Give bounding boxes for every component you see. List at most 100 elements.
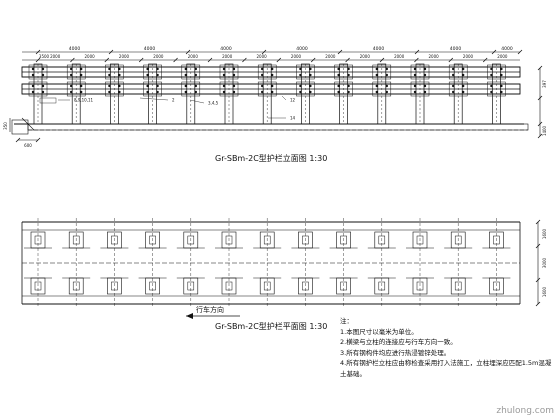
bolt	[108, 84, 111, 88]
top-dimension-label: 4000	[144, 46, 156, 52]
top-dimension-label: 4000	[501, 46, 513, 52]
dimension-tick	[108, 49, 114, 55]
bolt	[146, 73, 149, 77]
bolt	[452, 90, 455, 94]
left-side-dim-label: 350	[3, 122, 8, 130]
sub-dimension-label: 2000	[360, 54, 371, 59]
callout-label: 2	[172, 98, 175, 103]
bolt	[462, 67, 465, 71]
plan-right-dim-label: 3000	[542, 257, 547, 268]
notes-heading: 注：	[340, 317, 353, 325]
bolt	[108, 67, 111, 71]
splice-plate	[181, 81, 201, 97]
plan-right-dim-label: 1600	[542, 286, 547, 297]
dimension-tick	[337, 49, 343, 55]
top-dimension-label: 4000	[373, 46, 385, 52]
sub-dimension-label: 2000	[429, 54, 440, 59]
bolt	[452, 67, 455, 71]
sub-dimension-label: 2000	[188, 54, 199, 59]
plan-post-core	[225, 281, 233, 291]
plan-post-core	[378, 235, 386, 245]
plan-post-core	[454, 281, 462, 291]
bolt	[423, 67, 427, 71]
bolt	[309, 90, 312, 94]
splice-plate	[105, 81, 124, 97]
plan-post-core	[111, 281, 118, 291]
bolt	[337, 73, 340, 77]
bolt	[271, 90, 274, 94]
bolt	[500, 73, 503, 77]
bolt	[222, 90, 226, 94]
bolt	[462, 84, 465, 88]
bolt	[232, 84, 236, 88]
bolt	[108, 90, 111, 94]
sub-dimension-label: 2000	[222, 54, 233, 59]
bolt	[194, 73, 198, 77]
plan-post-core	[72, 281, 80, 291]
bolt	[490, 90, 493, 94]
splice-plate	[410, 64, 430, 80]
bolt	[79, 67, 83, 71]
bolt	[222, 67, 226, 71]
sub-dimension-label: 2000	[325, 54, 336, 59]
bolt	[79, 73, 83, 77]
plan-post-core	[493, 235, 500, 245]
bolt	[108, 73, 111, 77]
callout-label: 12	[290, 98, 296, 103]
bolt	[184, 84, 188, 88]
splice-plate	[257, 64, 277, 80]
bolt	[385, 67, 388, 71]
bolt	[261, 67, 264, 71]
bolt	[337, 67, 340, 71]
dimension-tick	[310, 57, 316, 63]
dimension-tick	[537, 65, 543, 71]
bolt	[347, 67, 350, 71]
bolt	[423, 90, 427, 94]
splice-plate	[487, 81, 506, 97]
note-item-3: 3.所有钢构件均应进行热浸镀锌处理。	[340, 348, 451, 357]
splice-plate	[487, 64, 506, 80]
plan-post-core	[72, 235, 80, 245]
bolt	[413, 73, 417, 77]
splice-plate	[372, 64, 392, 80]
splice-plate	[143, 81, 162, 97]
bolt	[194, 90, 198, 94]
end-terminal	[11, 119, 29, 135]
bolt	[156, 73, 159, 77]
dimension-tick	[242, 57, 247, 63]
dimension-tick	[379, 57, 385, 63]
bottom-left-dim-label: 600	[24, 143, 32, 148]
bolt	[490, 73, 493, 77]
plan-post-core	[416, 235, 424, 245]
right-dim-label: 1400	[542, 125, 547, 136]
bolt	[309, 67, 312, 71]
plan-post-core	[378, 281, 386, 291]
bolt	[385, 73, 388, 77]
bolt	[156, 90, 159, 94]
dimension-tick	[517, 49, 523, 55]
plan-post-core	[149, 281, 156, 291]
callout-label: 14	[290, 116, 296, 121]
bolt	[299, 90, 302, 94]
splice-plate	[334, 81, 353, 97]
bolt	[222, 73, 226, 77]
splice-plate	[66, 64, 86, 80]
note-item-2: 2.横梁与立柱的连接应与行车方向一致。	[340, 338, 457, 346]
top-dimension-label: 4000	[296, 46, 308, 52]
dimension-tick	[535, 301, 541, 307]
bolt	[452, 73, 455, 77]
bolt	[31, 90, 35, 94]
splice-plate	[257, 81, 277, 97]
top-dimension-label: 4000	[220, 46, 232, 52]
splice-plate	[66, 81, 86, 97]
dimension-tick	[35, 49, 41, 55]
bolt	[490, 84, 493, 88]
top-dimension-label: 4000	[450, 46, 462, 52]
bolt	[375, 84, 378, 88]
bolt	[146, 84, 149, 88]
plan-post-core	[263, 235, 271, 245]
bolt	[31, 73, 35, 77]
bolt	[299, 84, 302, 88]
bolt	[385, 90, 388, 94]
